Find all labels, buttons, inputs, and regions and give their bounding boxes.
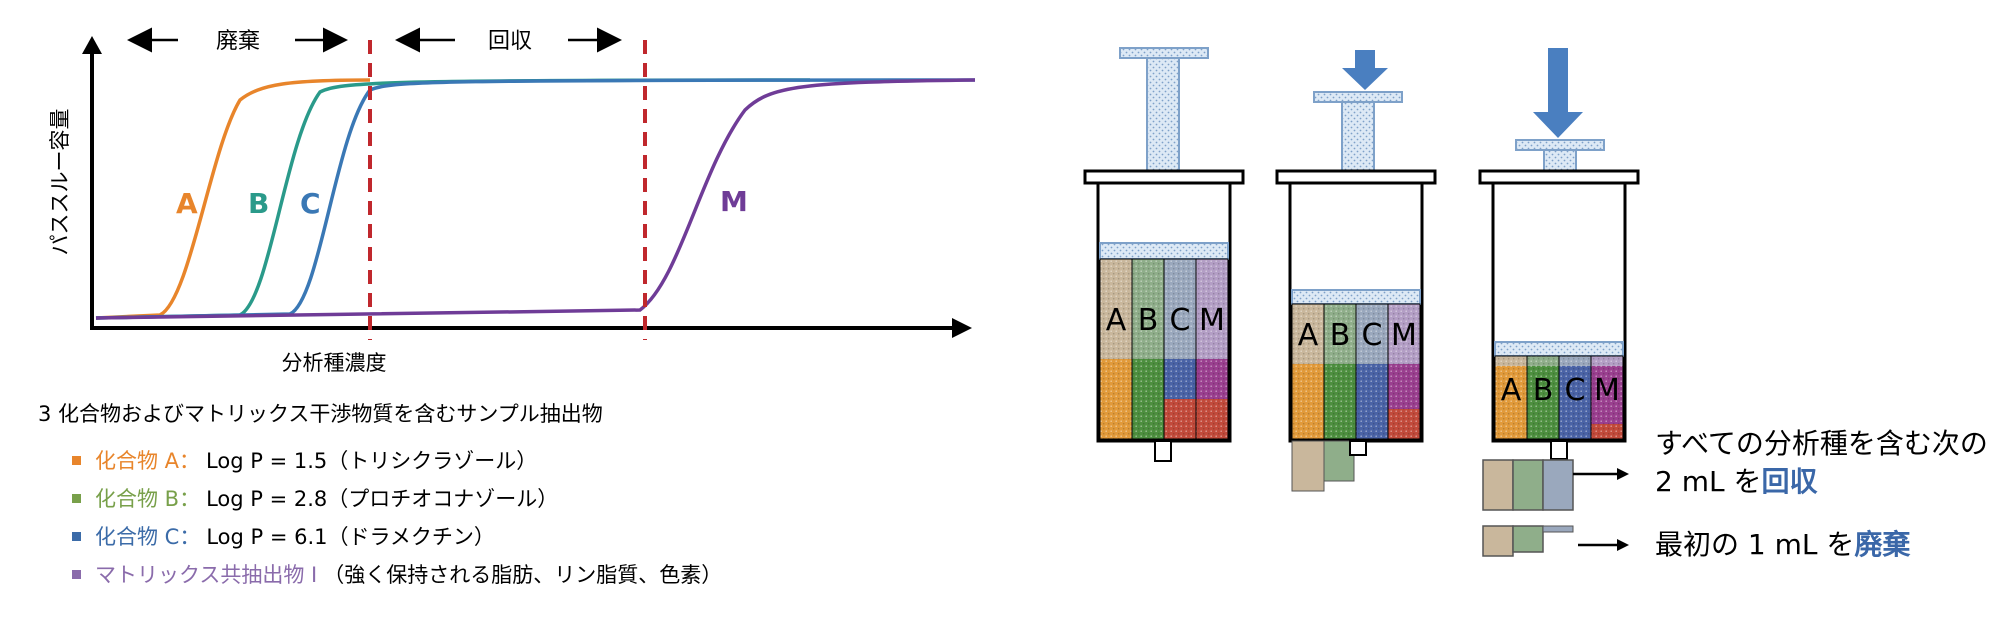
legend-detail-b: Log P = 2.8（プロチオコナゾール）	[206, 487, 559, 511]
syringe-2-tip	[1349, 440, 1367, 456]
sample-caption: 3 化合物およびマトリックス干渉物質を含むサンプル抽出物	[38, 402, 603, 426]
syringe-3-tip	[1550, 440, 1568, 460]
region-discard-label: 廃棄	[216, 29, 260, 54]
discarded-fraction	[1482, 525, 1574, 557]
curve-label-b: B	[248, 187, 269, 220]
legend-bullet-c	[72, 531, 81, 541]
syringe-2-press-arrow	[1342, 50, 1388, 90]
discard-note-emphasis: 廃棄	[1854, 528, 1911, 561]
legend-name-b: 化合物 B：	[95, 487, 201, 511]
legend-bullet-b	[72, 493, 81, 503]
curve-label-a: A	[176, 187, 198, 220]
legend-bullet-matrix	[72, 569, 81, 579]
recover-note-prefix: 2 mL を	[1655, 465, 1762, 498]
legend-item-c: 化合物 C：Log P = 6.1（ドラメクチン）	[72, 518, 722, 556]
syringe-1-flange	[1083, 169, 1245, 185]
recover-note: すべての分析種を含む次の 2 mL を回収	[1655, 425, 1988, 501]
syringe-3-label-c: C	[1565, 373, 1586, 408]
recovered-fraction	[1482, 459, 1574, 511]
syringe-2-flange	[1275, 169, 1437, 185]
syringe-diagram: A B C M A B C M	[1083, 47, 1640, 557]
breakthrough-chart: 廃棄 回収 A B C M パススルー容量 分析種濃度	[48, 27, 976, 375]
syringe-1-label-a: A	[1106, 303, 1127, 338]
syringe-3-press-arrow	[1533, 48, 1583, 138]
x-axis-label: 分析種濃度	[282, 351, 387, 375]
syringe-1-label-b: B	[1138, 303, 1159, 338]
syringe-2-plunger-head	[1291, 289, 1421, 305]
legend-detail-matrix: （強く保持される脂肪、リン脂質、色素）	[323, 563, 723, 587]
curve-m	[95, 78, 976, 320]
syringe-1-label-m: M	[1199, 303, 1225, 338]
syringe-1-label-c: C	[1170, 303, 1191, 338]
recover-note-line1: すべての分析種を含む次の	[1655, 427, 1988, 460]
discard-note: 最初の 1 mL を廃棄	[1655, 526, 1910, 564]
syringe-3-label-a: A	[1501, 373, 1522, 408]
syringe-2: A B C M	[1275, 50, 1437, 492]
legend-name-matrix: マトリックス共抽出物 I	[95, 563, 318, 587]
region-recover-label: 回収	[488, 29, 532, 54]
curve-b	[95, 78, 811, 320]
syringe-3-plunger-cap	[1515, 139, 1605, 151]
curve-label-m: M	[720, 185, 748, 218]
legend-item-matrix: マトリックス共抽出物 I（強く保持される脂肪、リン脂質、色素）	[72, 556, 722, 594]
legend-detail-a: Log P = 1.5（トリシクラゾール）	[206, 449, 538, 473]
syringe-2-plunger-cap	[1313, 91, 1403, 103]
legend-name-a: 化合物 A：	[95, 449, 201, 473]
legend-item-a: 化合物 A：Log P = 1.5（トリシクラゾール）	[72, 442, 722, 480]
syringe-1-plunger-cap	[1119, 47, 1209, 59]
discard-note-prefix: 最初の 1 mL を	[1655, 528, 1855, 561]
syringe-3-flange	[1478, 169, 1640, 185]
syringe-2-eluate-a	[1291, 440, 1325, 492]
syringe-2-label-a: A	[1298, 318, 1319, 353]
syringe-3: A B C M	[1478, 48, 1640, 557]
recover-note-line2: 2 mL を回収	[1655, 463, 1988, 501]
syringe-1: A B C M	[1083, 47, 1245, 462]
syringe-2-label-b: B	[1330, 318, 1351, 353]
y-axis-label: パススルー容量	[48, 109, 72, 256]
legend-name-c: 化合物 C：	[95, 525, 201, 549]
syringe-1-plunger-head	[1099, 242, 1229, 260]
y-axis-arrowhead	[82, 36, 102, 54]
legend: 化合物 A：Log P = 1.5（トリシクラゾール） 化合物 B：Log P …	[72, 442, 722, 594]
legend-item-b: 化合物 B：Log P = 2.8（プロチオコナゾール）	[72, 480, 722, 518]
curve-a	[95, 78, 371, 320]
curve-c	[95, 78, 976, 320]
syringe-3-label-m: M	[1594, 373, 1620, 408]
x-axis-arrowhead	[952, 318, 972, 338]
recover-note-emphasis: 回収	[1761, 465, 1818, 498]
syringe-2-label-m: M	[1391, 318, 1417, 353]
syringe-2-label-c: C	[1362, 318, 1383, 353]
syringe-3-plunger-head	[1494, 341, 1624, 357]
curve-label-c: C	[300, 187, 321, 220]
syringe-1-tip	[1154, 440, 1172, 462]
legend-detail-c: Log P = 6.1（ドラメクチン）	[206, 525, 495, 549]
legend-bullet-a	[72, 455, 81, 465]
syringe-3-label-b: B	[1533, 373, 1554, 408]
